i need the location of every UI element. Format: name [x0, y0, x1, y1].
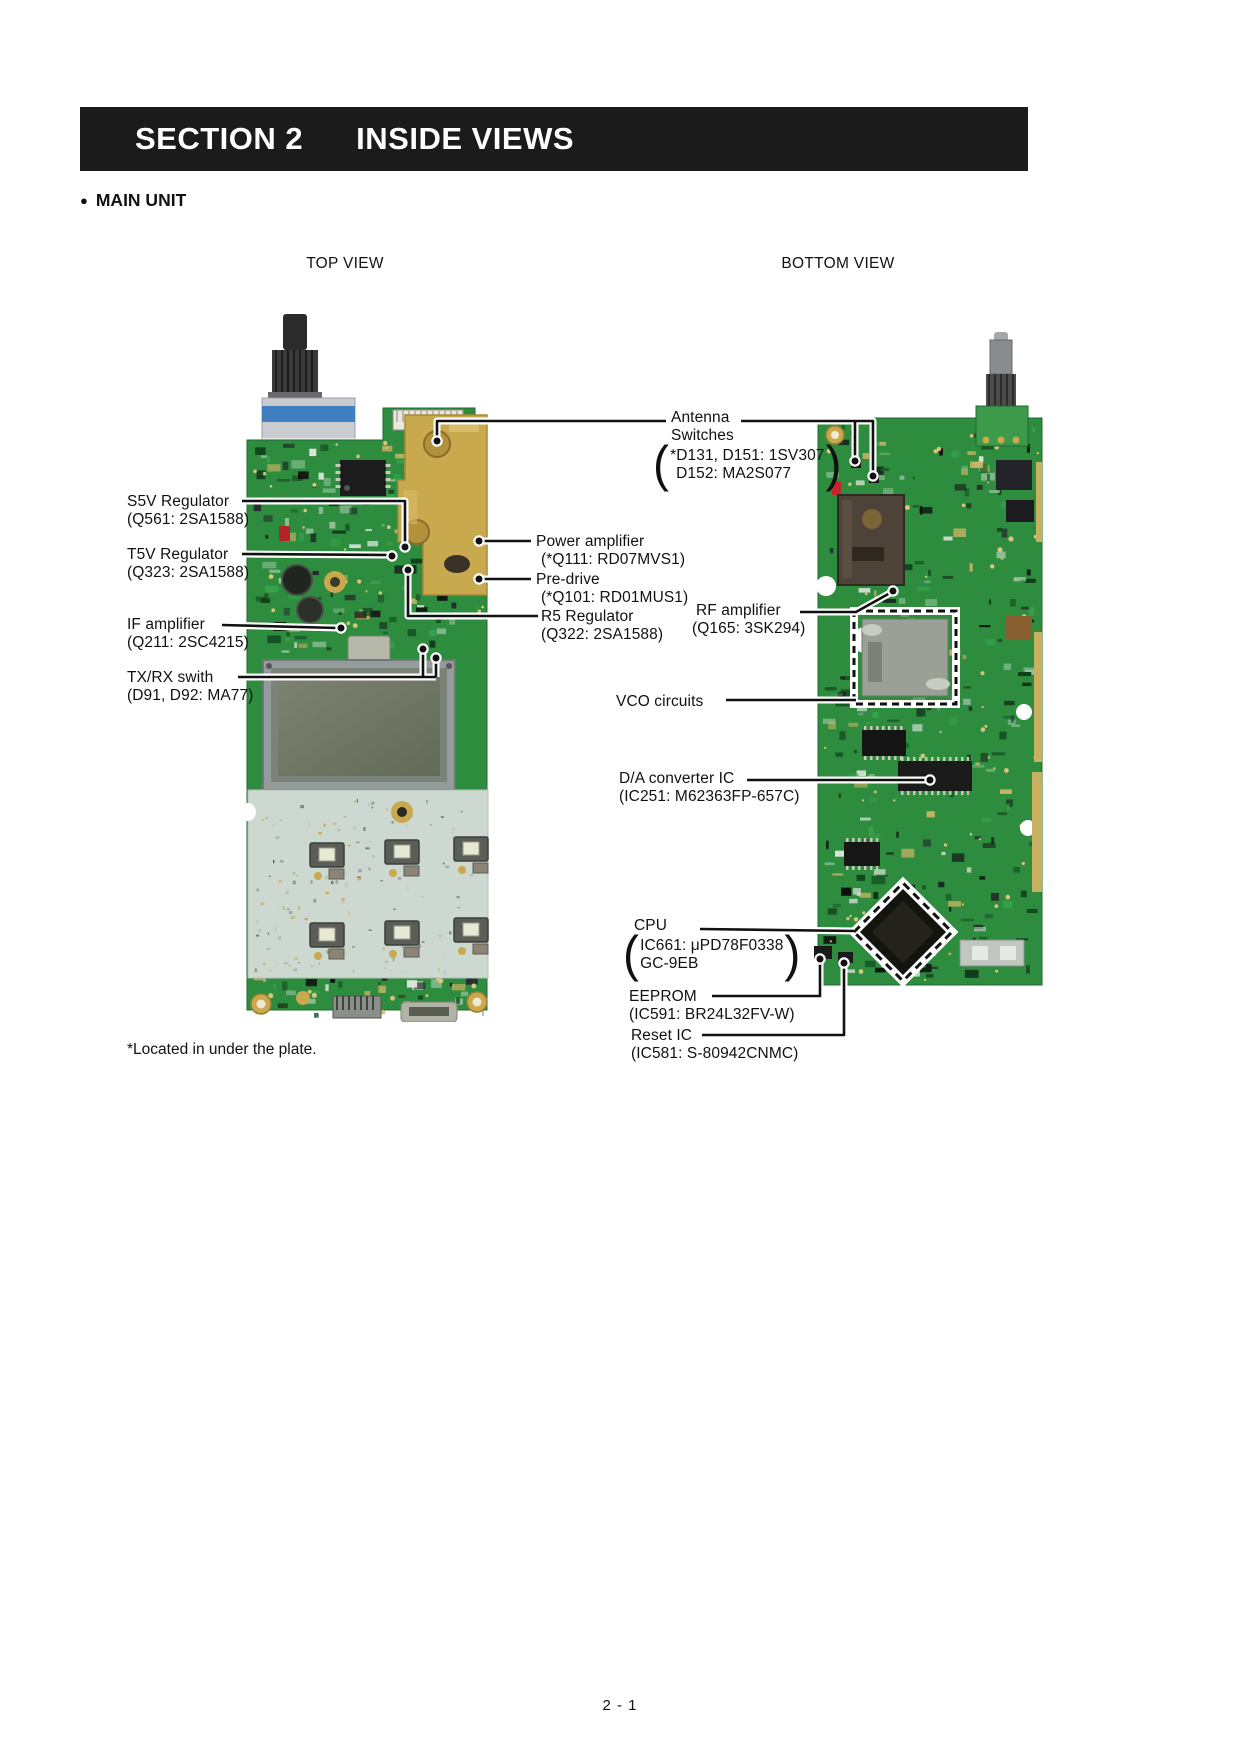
callout-reset-ic: Reset IC(IC581: S-80942CNMC) — [631, 1027, 799, 1062]
gold-edge-strip — [1032, 772, 1042, 892]
red-component — [832, 482, 841, 495]
open-paren: ( — [623, 926, 640, 983]
gold-pad — [296, 991, 310, 1005]
smd-component — [996, 460, 1032, 490]
gold-edge-strip — [1036, 462, 1042, 542]
board-hole — [816, 576, 836, 596]
keypad-plate — [243, 789, 489, 979]
callout-da-converter: D/A converter IC(IC251: M62363FP-657C) — [619, 770, 800, 805]
bottom-view-label: BOTTOM VIEW — [781, 255, 895, 272]
callout-eeprom: EEPROM(IC591: BR24L32FV-W) — [629, 988, 795, 1023]
open-paren: ( — [653, 436, 670, 493]
rf-shield-plate — [397, 414, 488, 596]
bullet-icon: ● — [80, 193, 88, 208]
leader-paths — [221, 417, 936, 1039]
callout-cpu: CPU ( IC661: μPD78F0338 GC-9EB ) — [623, 917, 801, 983]
volume-knob — [268, 314, 322, 402]
callout-rf-amplifier: RF amplifier(Q165: 3SK294) — [692, 602, 806, 637]
crystal-oscillator — [400, 1001, 458, 1022]
main-unit-heading: ● MAIN UNIT — [80, 190, 186, 211]
section-title: INSIDE VIEWS — [356, 121, 575, 156]
callout-power-amplifier: Power amplifier(*Q111: RD07MVS1) — [536, 533, 686, 568]
callout-pre-drive: Pre-drive(*Q101: RD01MUS1) — [536, 571, 689, 606]
gold-pad-center — [330, 577, 340, 587]
small-ic — [844, 838, 880, 870]
lcd-screen — [278, 674, 440, 776]
potentiometer-body — [975, 405, 1029, 447]
cpu-chip — [847, 876, 959, 988]
footnote: *Located in under the plate. — [127, 1041, 317, 1058]
metal-shield — [837, 494, 905, 586]
section-header-bar: SECTION 2 INSIDE VIEWS — [80, 107, 1028, 171]
gold-edge-strip — [1034, 632, 1042, 762]
section-label: SECTION 2 — [135, 121, 304, 156]
smd-ic — [335, 460, 391, 496]
callout-t5v-regulator: T5V Regulator(Q323: 2SA1588) — [127, 546, 250, 581]
red-component — [279, 526, 290, 541]
callout-antenna-switches: Antenna Switches ( *D131, D151: 1SV307 D… — [653, 409, 842, 493]
smd-component — [1006, 616, 1032, 640]
top-view-board-photo — [243, 314, 489, 1022]
microphone-hole — [281, 564, 313, 596]
top-view-label: TOP VIEW — [306, 255, 384, 272]
callout-vco-circuits: VCO circuits — [616, 693, 704, 710]
callout-s5v-regulator: S5V Regulator(Q561: 2SA1588) — [127, 493, 250, 528]
board-notch — [243, 803, 256, 821]
smd-component — [1006, 500, 1034, 522]
vco-shield — [850, 607, 960, 708]
board-connector — [332, 995, 382, 1019]
logic-ic — [862, 726, 906, 760]
main-unit-label: MAIN UNIT — [95, 190, 187, 210]
callout-r5-regulator: R5 Regulator(Q322: 2SA1588) — [541, 608, 664, 643]
page-number: 2 - 1 — [602, 1697, 638, 1714]
close-paren: ) — [784, 926, 801, 983]
callout-if-amplifier: IF amplifier(Q211: 2SC4215) — [127, 616, 249, 651]
reset-ic-chip — [838, 952, 853, 963]
speaker-hole — [296, 596, 324, 624]
board-hole — [1016, 704, 1032, 720]
da-converter-chip — [898, 757, 972, 795]
callout-txrx-switch: TX/RX swith(D91, D92: MA77) — [127, 669, 254, 704]
close-paren: ) — [825, 436, 842, 493]
antenna-shaft — [986, 332, 1016, 406]
mounting-bracket — [959, 939, 1025, 967]
